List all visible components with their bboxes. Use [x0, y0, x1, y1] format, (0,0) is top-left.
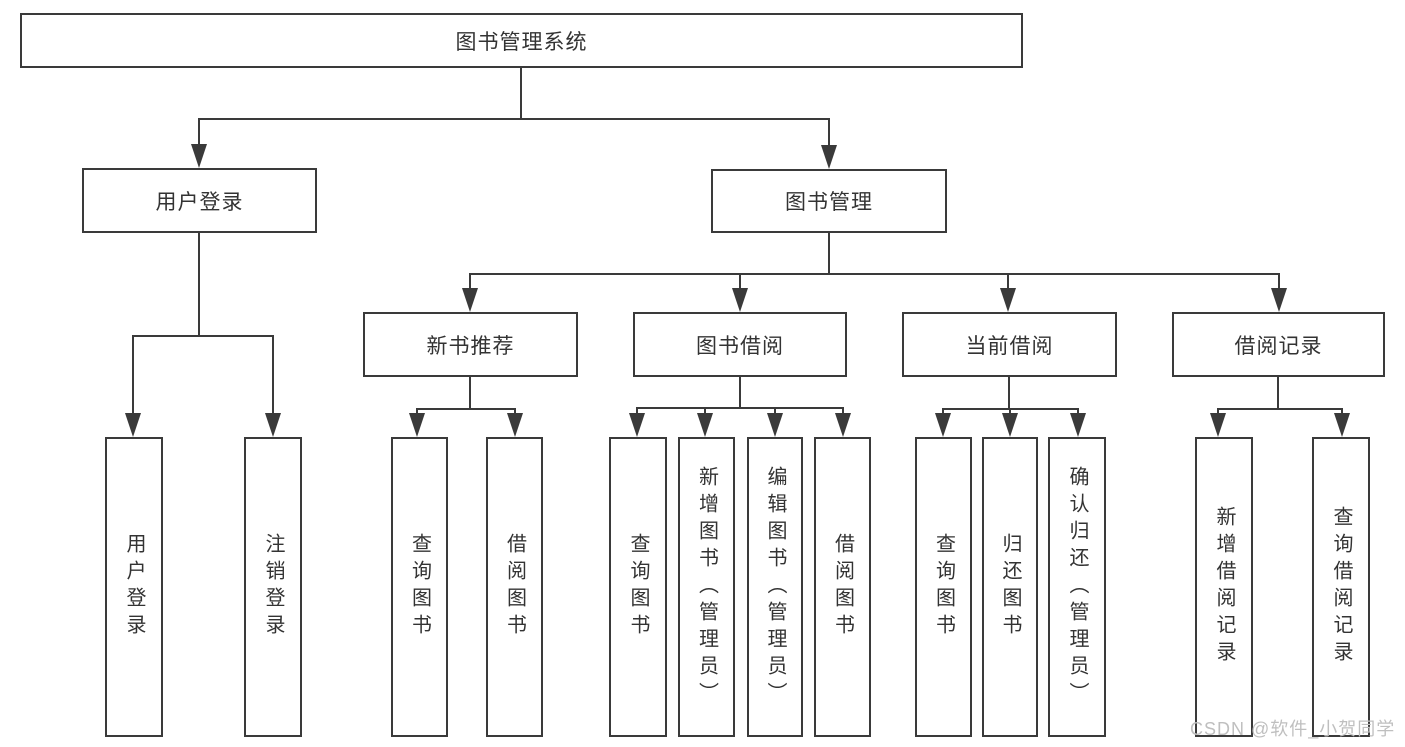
connector-line	[1277, 377, 1279, 408]
connector-line	[514, 408, 516, 413]
leaf-user-login: 用户登录	[105, 437, 163, 737]
connector-line	[1217, 408, 1343, 410]
connector-line	[198, 233, 200, 335]
connector-line	[469, 377, 471, 408]
leaf-confirm-return-admin: 确认归还（管理员）	[1048, 437, 1106, 737]
arrowhead-icon	[507, 413, 523, 437]
connector-line	[1007, 273, 1009, 288]
connector-line	[132, 335, 134, 413]
connector-line	[132, 335, 274, 337]
arrowhead-icon	[629, 413, 645, 437]
leaf-add-borrow-record: 新增借阅记录	[1195, 437, 1253, 737]
leaf-borrow-books-recommend: 借阅图书	[486, 437, 543, 737]
arrowhead-icon	[1271, 288, 1287, 312]
connector-line	[1278, 273, 1280, 288]
arrowhead-icon	[1210, 413, 1226, 437]
connector-line	[1008, 377, 1010, 408]
arrowhead-icon	[1002, 413, 1018, 437]
leaf-add-book-admin: 新增图书（管理员）	[678, 437, 735, 737]
arrowhead-icon	[732, 288, 748, 312]
leaf-edit-book-admin: 编辑图书（管理员）	[747, 437, 803, 737]
node-library-management-system: 图书管理系统	[20, 13, 1023, 68]
connector-line	[198, 118, 830, 120]
connector-line	[636, 407, 638, 413]
arrowhead-icon	[1070, 413, 1086, 437]
arrowhead-icon	[265, 413, 281, 437]
leaf-query-borrow-record: 查询借阅记录	[1312, 437, 1370, 737]
leaf-logout: 注销登录	[244, 437, 302, 737]
leaf-query-books-current: 查询图书	[915, 437, 972, 737]
connector-line	[739, 377, 741, 407]
connector-line	[1217, 408, 1219, 413]
connector-line	[828, 118, 830, 145]
arrowhead-icon	[1000, 288, 1016, 312]
connector-line	[416, 408, 516, 410]
arrowhead-icon	[125, 413, 141, 437]
watermark-text: CSDN @软件_小贺同学	[1190, 719, 1396, 739]
connector-line	[272, 335, 274, 413]
arrowhead-icon	[191, 144, 207, 168]
arrowhead-icon	[935, 413, 951, 437]
arrowhead-icon	[767, 413, 783, 437]
connector-line	[704, 407, 706, 413]
arrowhead-icon	[835, 413, 851, 437]
connector-line	[1077, 408, 1079, 413]
node-current-borrowing: 当前借阅	[902, 312, 1117, 377]
connector-line	[636, 407, 844, 409]
node-new-book-recommendation: 新书推荐	[363, 312, 578, 377]
arrowhead-icon	[697, 413, 713, 437]
leaf-query-books-borrowing: 查询图书	[609, 437, 667, 737]
arrowhead-icon	[462, 288, 478, 312]
connector-line	[828, 233, 830, 273]
leaf-borrow-books-borrowing: 借阅图书	[814, 437, 871, 737]
node-book-management: 图书管理	[711, 169, 947, 233]
leaf-query-books-recommend: 查询图书	[391, 437, 448, 737]
node-user-login: 用户登录	[82, 168, 317, 233]
arrowhead-icon	[821, 145, 837, 169]
connector-line	[520, 68, 522, 118]
connector-line	[774, 407, 776, 413]
connector-line	[842, 407, 844, 413]
node-book-borrowing: 图书借阅	[633, 312, 847, 377]
connector-line	[1341, 408, 1343, 413]
arrowhead-icon	[1334, 413, 1350, 437]
arrowhead-icon	[409, 413, 425, 437]
connector-line	[1009, 408, 1011, 413]
node-borrowing-records: 借阅记录	[1172, 312, 1385, 377]
connector-line	[198, 118, 200, 144]
connector-line	[469, 273, 1280, 275]
connector-line	[942, 408, 944, 413]
connector-line	[739, 273, 741, 288]
connector-line	[416, 408, 418, 413]
leaf-return-books: 归还图书	[982, 437, 1038, 737]
connector-line	[469, 273, 471, 288]
